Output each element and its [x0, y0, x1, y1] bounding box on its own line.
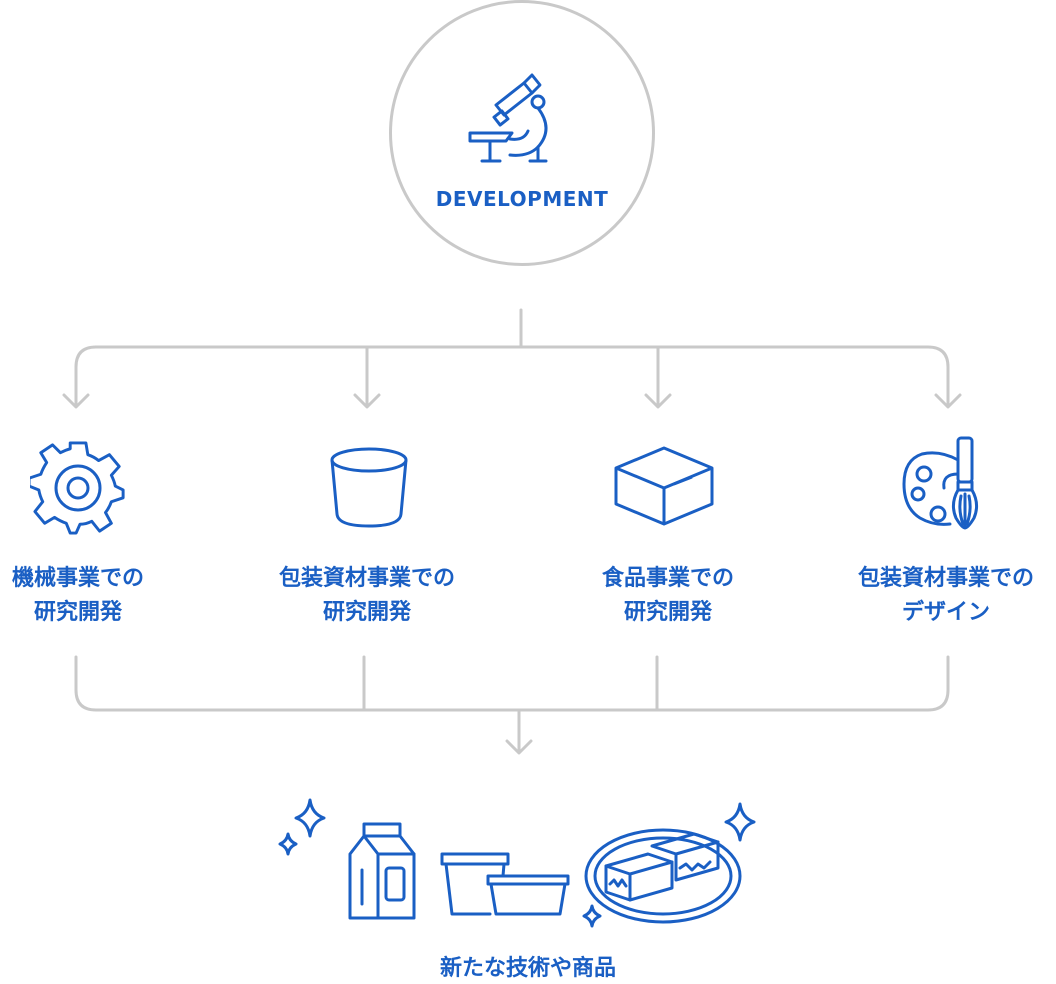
result-label: 新たな技術や商品: [439, 956, 616, 981]
branch-label-machinery: 機械事業での 研究開発: [11, 566, 144, 625]
palette-brush-icon: [902, 436, 979, 530]
branch-label-packaging-design: 包装資材事業での デザイン: [857, 566, 1034, 625]
gear-icon: [30, 441, 125, 535]
branch-label-packaging-rd: 包装資材事業での 研究開発: [278, 566, 455, 625]
box-icon: [614, 446, 714, 526]
development-node: DEVELOPMENT: [389, 0, 655, 266]
microscope-icon: [468, 73, 548, 163]
development-label: DEVELOPMENT: [435, 187, 609, 211]
container-cup-icon: [330, 447, 408, 528]
products-illustration-icon: [278, 798, 756, 928]
branch-label-food: 食品事業での 研究開発: [601, 566, 734, 625]
